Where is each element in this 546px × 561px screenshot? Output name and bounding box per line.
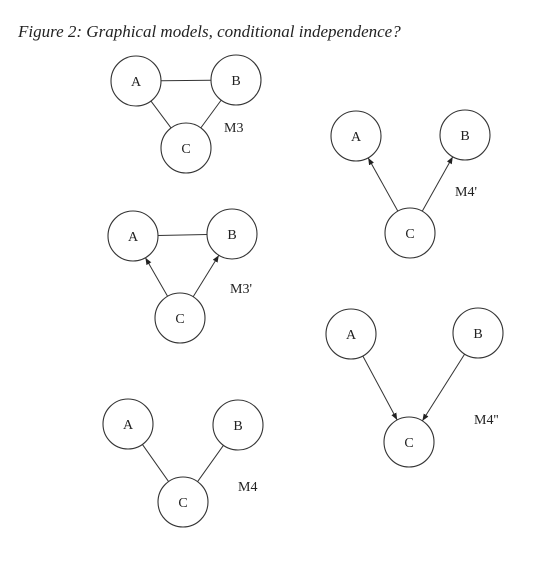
edge-c-b: [421, 156, 454, 212]
node-circle: [383, 416, 435, 468]
node-b: B: [210, 54, 262, 106]
node-b: B: [212, 399, 264, 451]
node-a: A: [107, 210, 159, 262]
model-label: M4': [455, 185, 477, 200]
figure-caption: Figure 2: Graphical models, conditional …: [18, 22, 401, 41]
node-a: A: [102, 398, 154, 450]
edge-a-b: [160, 79, 212, 82]
node-circle: [330, 110, 382, 162]
model-label: M4: [238, 480, 257, 495]
node-circle: [160, 122, 212, 174]
model-label: M4'': [474, 413, 499, 428]
edge-a-c: [150, 100, 172, 129]
edge-b-c: [197, 445, 224, 482]
edge-b-c: [421, 353, 466, 422]
node-a: A: [325, 308, 377, 360]
node-circle: [452, 307, 504, 359]
node-a: A: [330, 110, 382, 162]
node-label: A: [128, 230, 139, 245]
node-c: C: [157, 476, 209, 528]
node-circle: [102, 398, 154, 450]
node-label: C: [405, 227, 414, 242]
edge-c-b: [192, 254, 220, 298]
node-c: C: [383, 416, 435, 468]
node-circle: [210, 54, 262, 106]
model-label: M3: [224, 121, 243, 136]
node-label: B: [473, 327, 482, 342]
node-label: C: [181, 142, 190, 157]
node-circle: [212, 399, 264, 451]
node-c: C: [160, 122, 212, 174]
model-label: M3': [230, 282, 252, 297]
node-c: C: [154, 292, 206, 344]
node-circle: [384, 207, 436, 259]
node-b: B: [206, 208, 258, 260]
model-m3p: A B C M3': [107, 208, 258, 344]
node-label: B: [227, 228, 236, 243]
node-b: B: [452, 307, 504, 359]
node-circle: [439, 109, 491, 161]
node-a: A: [110, 55, 162, 107]
edge-c-a: [144, 257, 169, 297]
model-m4: A B C M4: [102, 398, 264, 528]
node-circle: [157, 476, 209, 528]
node-circle: [110, 55, 162, 107]
node-circle: [107, 210, 159, 262]
node-b: B: [439, 109, 491, 161]
model-m3: A B C M3: [110, 54, 262, 174]
edge-a-c: [362, 355, 398, 421]
node-label: B: [231, 74, 240, 89]
node-circle: [154, 292, 206, 344]
node-label: A: [131, 75, 142, 90]
node-circle: [206, 208, 258, 260]
node-circle: [325, 308, 377, 360]
edge-a-c: [141, 444, 170, 482]
node-label: B: [233, 419, 242, 434]
edge-b-c: [200, 99, 222, 129]
model-m4pp: A B C M4'': [325, 307, 504, 468]
node-label: B: [460, 129, 469, 144]
node-label: C: [175, 312, 184, 327]
node-label: C: [178, 496, 187, 511]
node-label: A: [123, 418, 134, 433]
node-label: A: [351, 130, 362, 145]
model-m4p: A B C M4': [330, 109, 491, 259]
node-label: A: [346, 328, 357, 343]
edge-c-a: [367, 157, 399, 212]
node-label: C: [404, 436, 413, 451]
node-c: C: [384, 207, 436, 259]
edge-a-b: [157, 234, 208, 236]
